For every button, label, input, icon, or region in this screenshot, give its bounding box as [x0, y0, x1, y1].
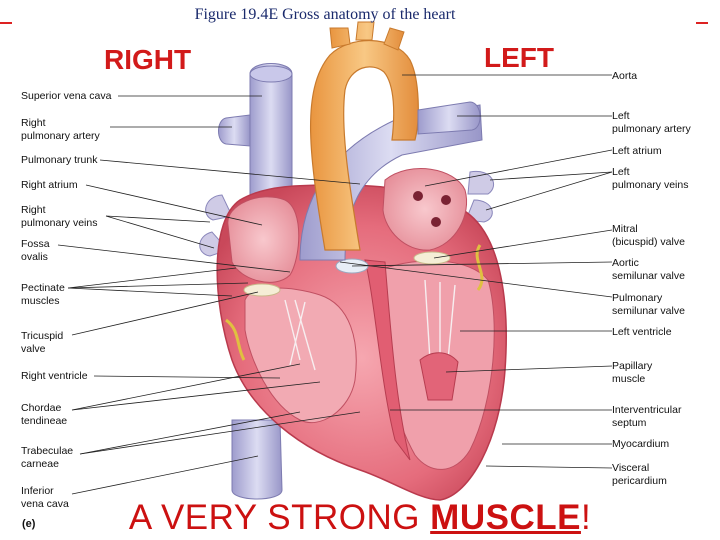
label-right-pulmonary-veins: Right pulmonary veins — [21, 204, 98, 229]
inferior-vena-cava — [231, 419, 283, 500]
label-trabeculae-carneae: Trabeculae carneae — [21, 445, 74, 470]
label-left-pulmonary-veins: Left pulmonary veins — [612, 166, 689, 191]
label-papillary-muscle: Papillary muscle — [612, 360, 653, 385]
corner-mark-right — [696, 22, 708, 24]
left-pulmonary-artery — [417, 101, 481, 135]
label-aorta: Aorta — [612, 70, 638, 82]
right-pulmonary-veins — [199, 194, 233, 257]
aorta-arch — [309, 39, 419, 251]
right-atrium-chamber — [227, 196, 300, 283]
tagline-suffix: ! — [580, 498, 592, 537]
label-pectinate-muscles: Pectinate muscles — [21, 282, 65, 307]
label-pulmonary-semilunar-valve: Pulmonary semilunar valve — [612, 292, 685, 317]
label-mitral-valve: Mitral (bicuspid) valve — [612, 223, 685, 248]
label-superior-vena-cava: Superior vena cava — [21, 90, 112, 102]
label-interventricular-septum: Interventricular septum — [612, 404, 682, 429]
label-tricuspid-valve: Tricuspid valve — [21, 330, 64, 355]
right-side-label: RIGHT — [104, 44, 192, 75]
label-aortic-semilunar-valve: Aortic semilunar valve — [612, 257, 685, 282]
label-visceral-pericardium: Visceral pericardium — [612, 462, 667, 487]
left-pulmonary-veins — [465, 170, 494, 223]
tagline: A VERY STRONG MUSCLE! — [0, 498, 720, 538]
chordae-strands — [284, 279, 456, 371]
corner-mark-left — [0, 22, 12, 24]
papillary-muscle — [419, 352, 459, 401]
superior-vena-cava — [249, 63, 293, 201]
label-pulmonary-trunk: Pulmonary trunk — [21, 154, 98, 166]
left-atrium-chamber — [382, 168, 467, 251]
figure-title: Figure 19.4E Gross anatomy of the heart — [194, 6, 456, 23]
label-left-pulmonary-artery: Left pulmonary artery — [612, 110, 691, 135]
label-myocardium: Myocardium — [612, 438, 670, 450]
label-right-ventricle: Right ventricle — [21, 370, 88, 382]
label-fossa-ovalis: Fossa ovalis — [21, 238, 50, 263]
right-pulmonary-artery — [218, 114, 251, 147]
label-left-ventricle: Left ventricle — [612, 326, 672, 338]
left-leader-lines — [57, 95, 361, 495]
right-ventricle-cavity — [244, 287, 357, 424]
label-left-atrium: Left atrium — [612, 145, 662, 157]
left-side-label: LEFT — [484, 42, 554, 73]
mitral-valve — [413, 251, 451, 265]
figure-letter: (e) — [22, 518, 36, 530]
right-leader-lines — [339, 74, 613, 469]
label-chordae-tendineae: Chordae tendineae — [21, 402, 68, 427]
label-right-pulmonary-artery: Right pulmonary artery — [21, 117, 100, 142]
tagline-prefix: A VERY STRONG — [128, 498, 431, 537]
label-inferior-vena-cava: Inferior vena cava — [21, 485, 69, 510]
label-right-atrium: Right atrium — [21, 179, 78, 191]
tagline-emphasis: MUSCLE — [430, 498, 581, 537]
